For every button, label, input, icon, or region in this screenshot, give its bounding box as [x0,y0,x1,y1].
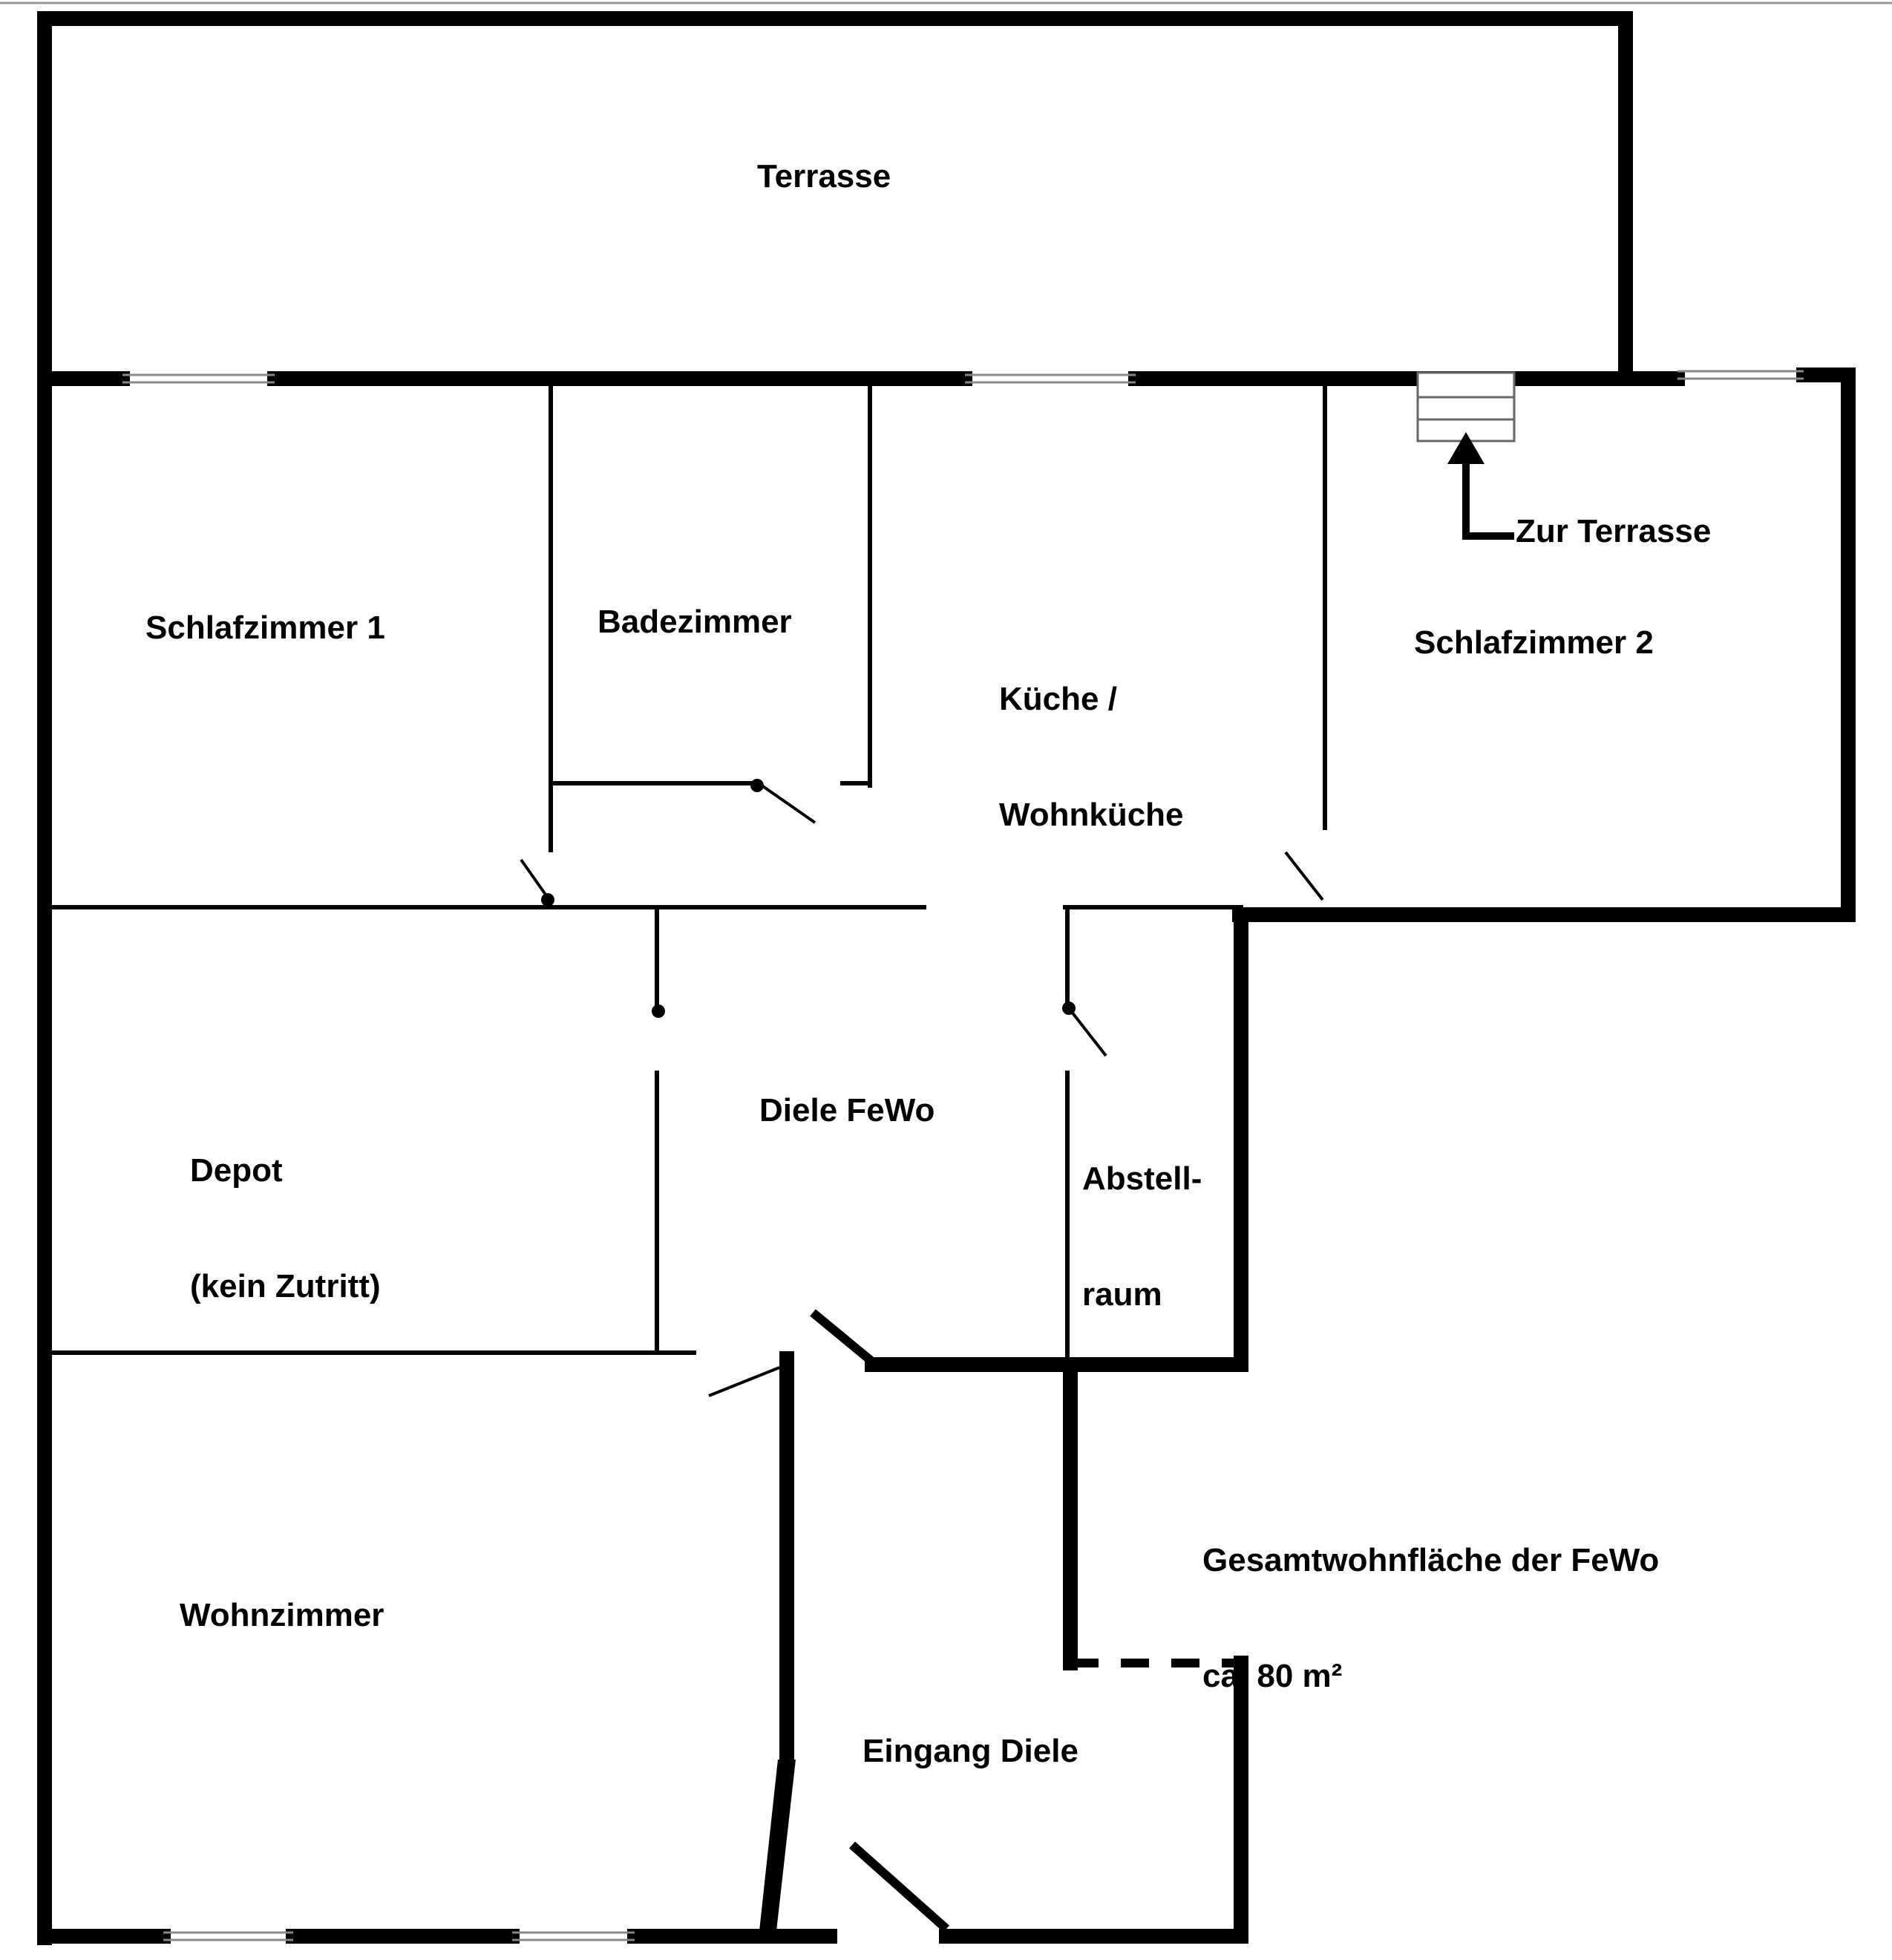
label-kueche-line1: Küche / [999,681,1117,717]
interior-walls-lower [759,1309,1078,1938]
north-windows [122,370,1804,384]
entrance-walls [849,1656,1248,1944]
label-kueche-line2: Wohnküche [999,797,1184,833]
label-abstell-line2: raum [1082,1276,1162,1313]
north-wall [37,368,1856,386]
label-wohnzimmer: Wohnzimmer [180,1597,384,1633]
label-depot-line2: (kein Zutritt) [190,1268,381,1304]
interior-walls-upper [42,384,1327,909]
label-gesamtwohnflaeche: Gesamtwohnfläche der FeWo ca. 80 m² [1202,1464,1659,1734]
label-abstell-line1: Abstell- [1082,1160,1202,1197]
terrasse-walls [37,11,1633,382]
label-schlafzimmer-1: Schlafzimmer 1 [145,610,385,646]
label-gesamt-line2: ca. 80 m² [1202,1658,1343,1694]
label-terrasse: Terrasse [757,158,891,195]
label-depot-line1: Depot [190,1152,283,1189]
label-eingang-diele: Eingang Diele [862,1733,1078,1769]
door-swings [520,779,1324,1397]
label-gesamt-line1: Gesamtwohnfläche der FeWo [1202,1542,1660,1578]
label-badezimmer: Badezimmer [598,604,792,640]
label-kueche: Küche / Wohnküche [999,603,1184,873]
label-abstellraum: Abstell- raum [1082,1082,1202,1353]
arrow-up-icon [1447,432,1514,540]
south-wall [37,1929,1248,1944]
label-zur-terrasse: Zur Terrasse [1516,513,1712,549]
terrace-steps [1416,371,1516,442]
east-walls [865,368,1856,1372]
label-schlafzimmer-2: Schlafzimmer 2 [1414,624,1654,661]
label-depot: Depot (kein Zutritt) [190,1074,381,1345]
label-diele: Diele FeWo [759,1092,935,1128]
